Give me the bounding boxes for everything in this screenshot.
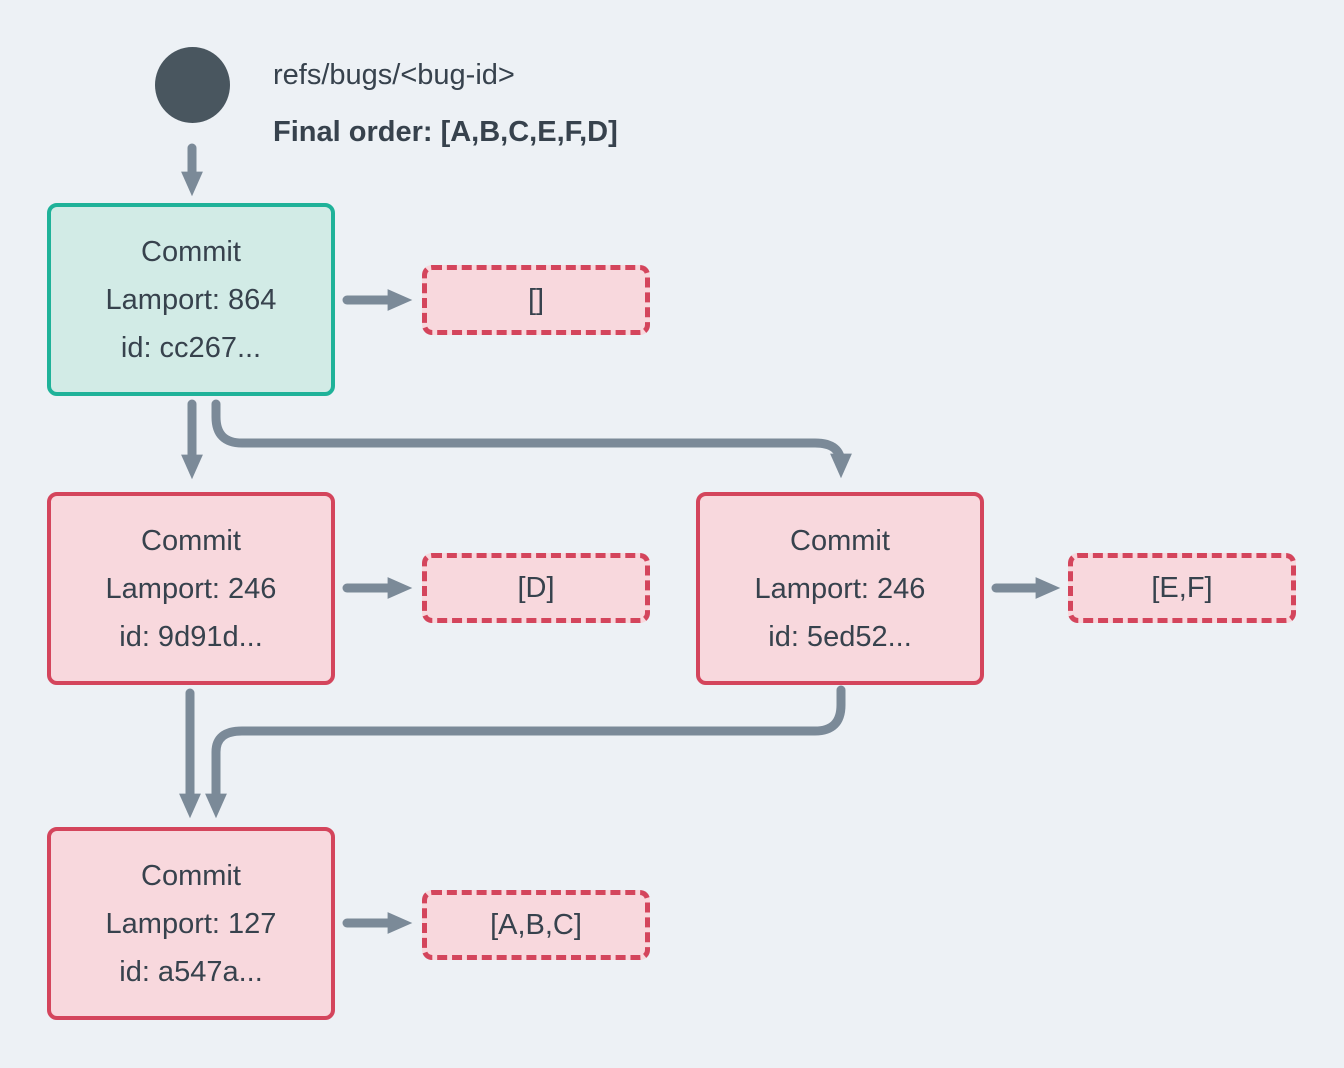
commit-title: Commit xyxy=(141,524,241,557)
operations-box-right: [E,F] xyxy=(1068,553,1296,623)
commit-node-root: Commit Lamport: 864 id: cc267... xyxy=(47,203,335,396)
operations-box-bottom: [A,B,C] xyxy=(422,890,650,960)
commit-node-left: Commit Lamport: 246 id: 9d91d... xyxy=(47,492,335,685)
commit-lamport: Lamport: 864 xyxy=(105,283,277,316)
commit-id: id: a547a... xyxy=(119,955,263,988)
edge-root-to-right-commit xyxy=(211,399,852,479)
commit-title: Commit xyxy=(141,235,241,268)
commit-id: id: cc267... xyxy=(120,331,262,364)
final-order-label: Final order: [A,B,C,E,F,D] xyxy=(273,116,618,148)
commit-title: Commit xyxy=(141,859,241,892)
commit-id: id: 9d91d... xyxy=(119,620,263,653)
commit-title: Commit xyxy=(790,524,890,557)
commit-node-right: Commit Lamport: 246 id: 5ed52... xyxy=(696,492,984,685)
edge-right-commit-to-bottom xyxy=(205,685,846,819)
commit-id: id: 5ed52... xyxy=(768,620,912,653)
commit-node-bottom: Commit Lamport: 127 id: a547a... xyxy=(47,827,335,1020)
commit-lamport: Lamport: 127 xyxy=(105,907,277,940)
operations-box-root: [] xyxy=(422,265,650,335)
commit-lamport: Lamport: 246 xyxy=(754,572,926,605)
commit-lamport: Lamport: 246 xyxy=(105,572,277,605)
branch-ref-circle xyxy=(155,47,230,123)
branch-ref-label: refs/bugs/<bug-id> xyxy=(273,59,515,91)
operations-box-left: [D] xyxy=(422,553,650,623)
